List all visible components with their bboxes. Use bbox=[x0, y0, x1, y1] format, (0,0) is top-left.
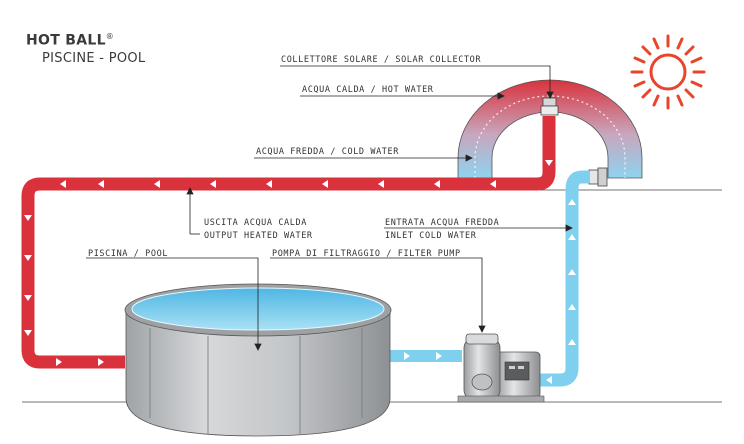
hot-flow-arrows bbox=[24, 160, 553, 366]
filter-pump-icon bbox=[457, 333, 545, 403]
brand: HOT BALL® PISCINE - POOL bbox=[26, 32, 145, 66]
label-inlet-it: ENTRATA ACQUA FREDDA bbox=[385, 218, 500, 228]
brand-subtitle: PISCINE - POOL bbox=[42, 50, 146, 66]
cold-water-pipe bbox=[540, 170, 590, 387]
leader-lines bbox=[86, 65, 573, 351]
label-inlet-en: INLET COLD WATER bbox=[385, 231, 477, 241]
sun-icon bbox=[630, 34, 706, 110]
solar-collector-icon bbox=[457, 79, 643, 187]
label-pool: PISCINA / POOL bbox=[88, 249, 169, 259]
brand-title: HOT BALL® bbox=[26, 32, 115, 49]
label-cold-water: ACQUA FREDDA / COLD WATER bbox=[256, 147, 399, 157]
label-filter-pump: POMPA DI FILTRAGGIO / FILTER PUMP bbox=[272, 249, 461, 259]
cold-flow-arrows bbox=[404, 199, 576, 384]
label-output-en: OUTPUT HEATED WATER bbox=[204, 231, 313, 241]
hot-water-pipe bbox=[21, 116, 556, 369]
label-hot-water: ACQUA CALDA / HOT WATER bbox=[302, 85, 434, 95]
label-output-it: USCITA ACQUA CALDA bbox=[204, 218, 307, 228]
label-solar-collector: COLLETTORE SOLARE / SOLAR COLLECTOR bbox=[281, 55, 482, 65]
